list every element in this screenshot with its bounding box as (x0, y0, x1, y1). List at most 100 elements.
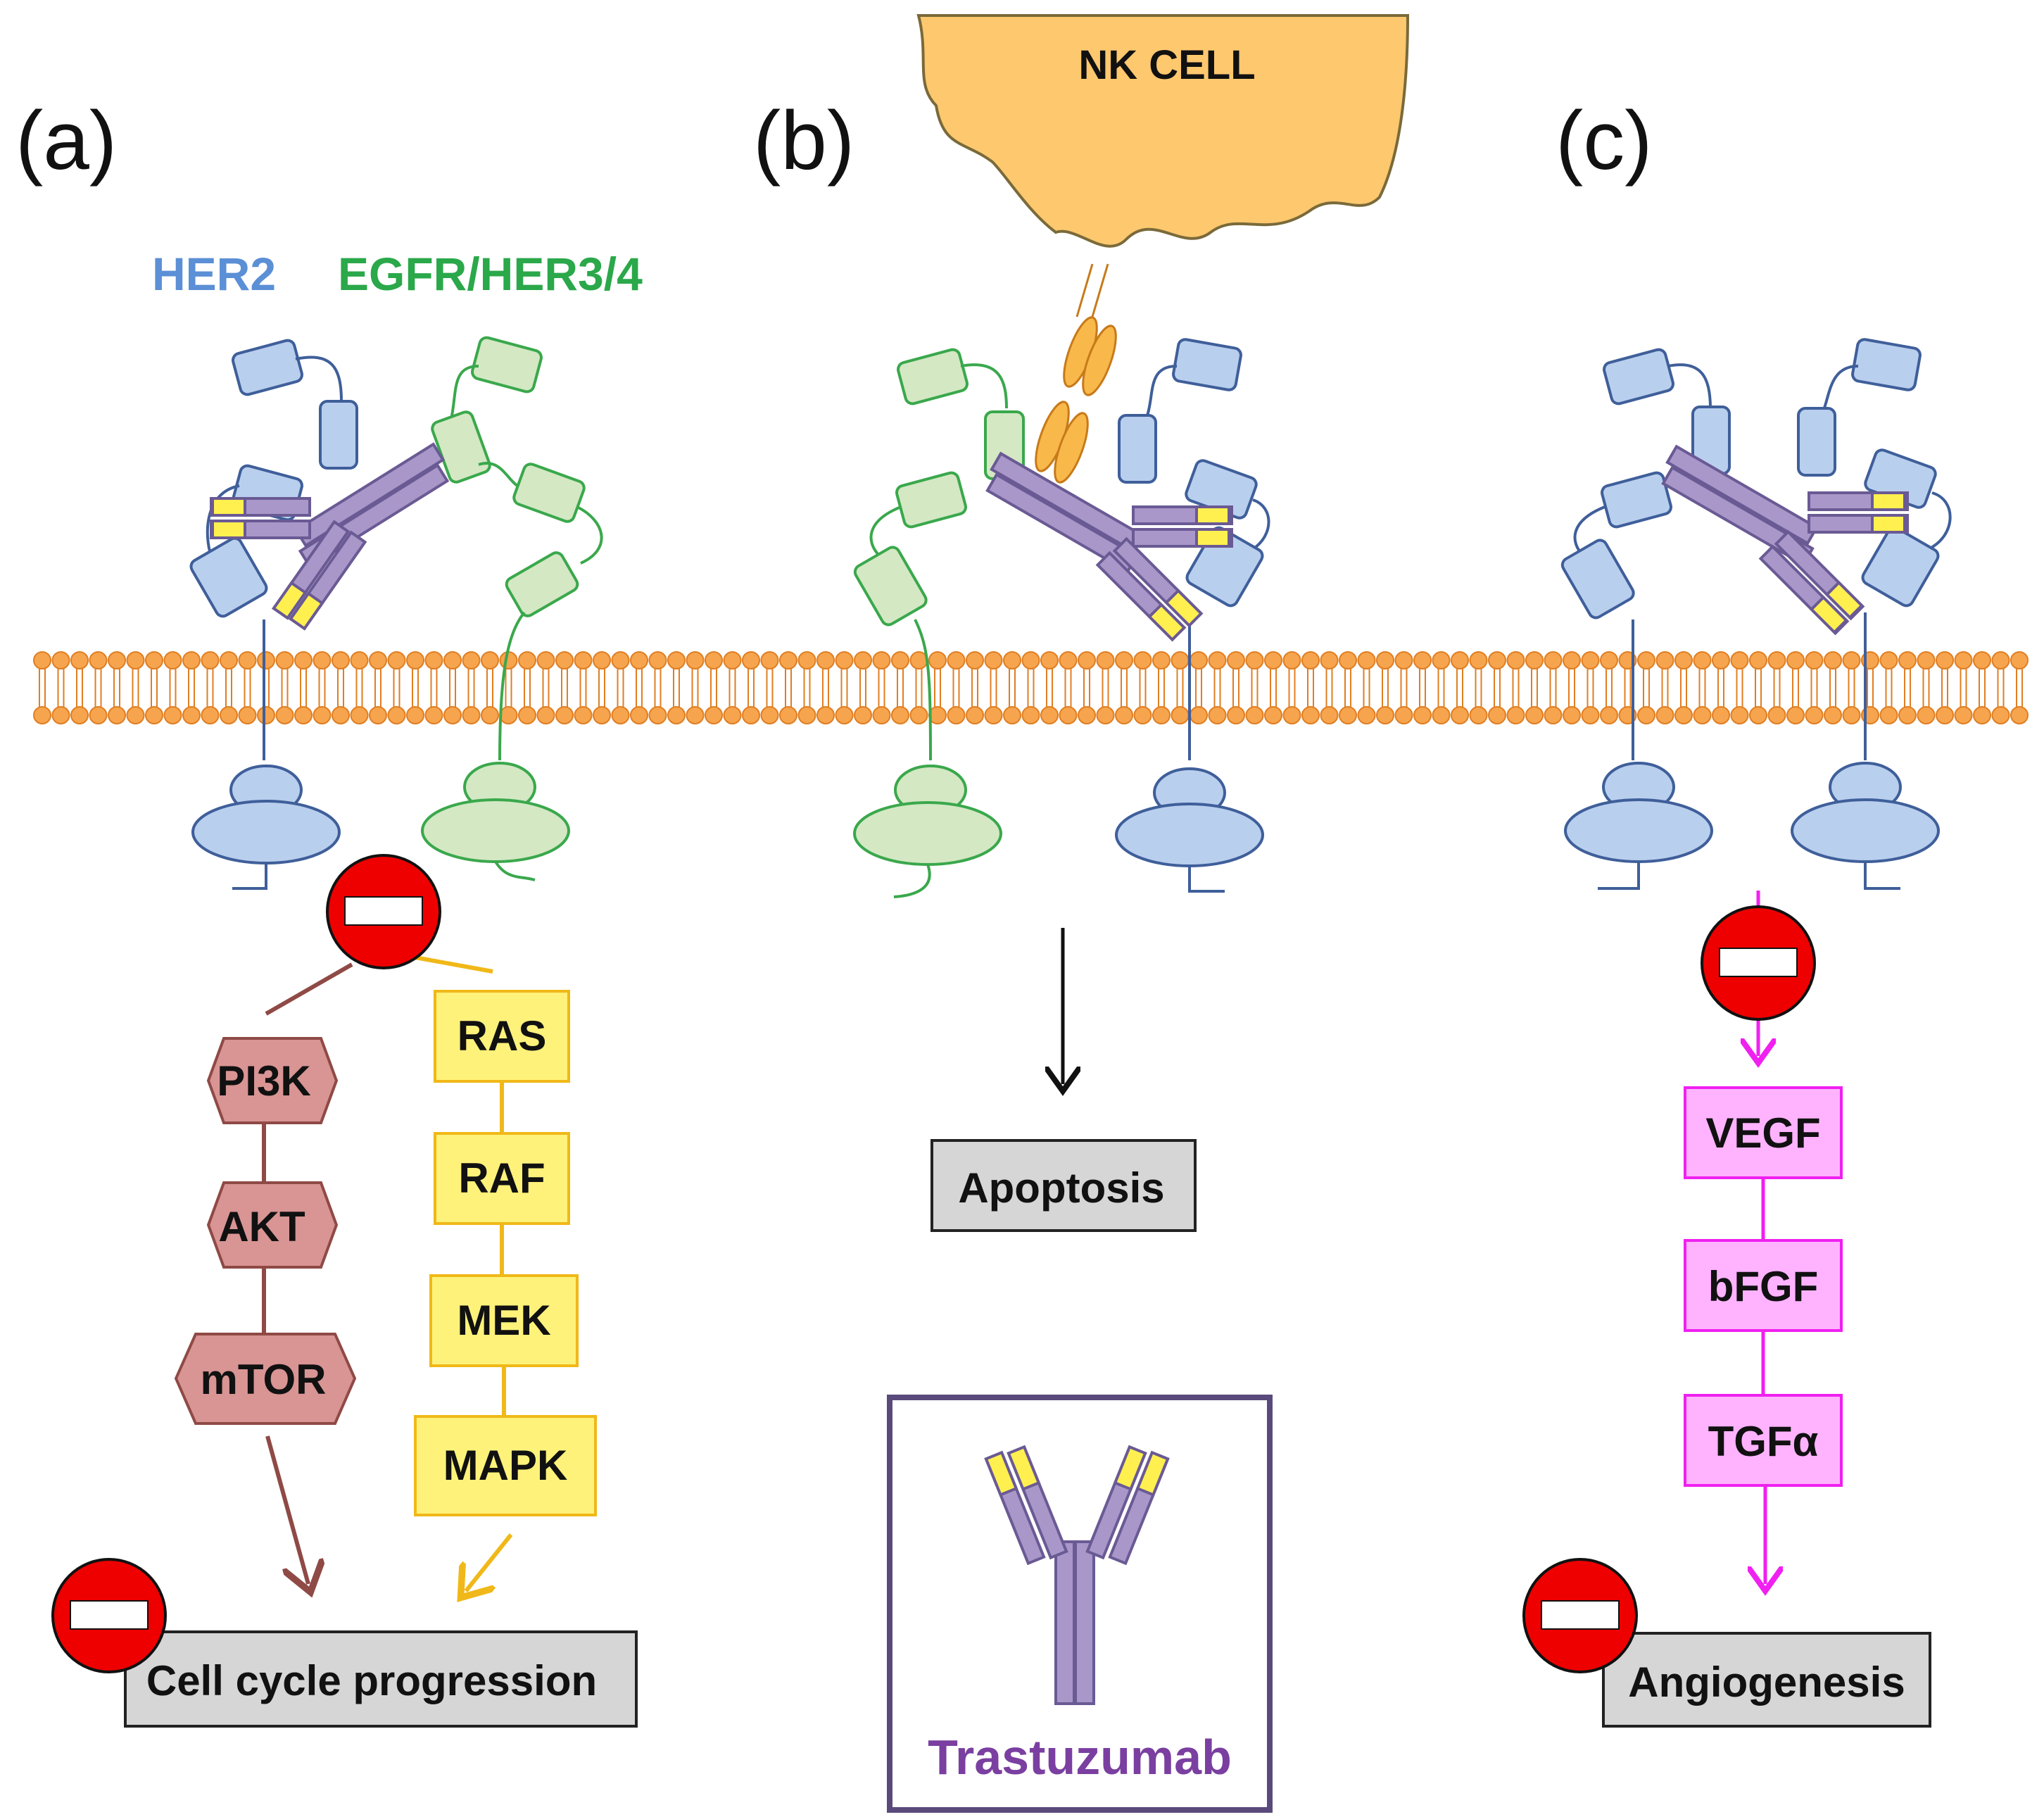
lipid-head (630, 706, 648, 724)
lipid-head (1637, 651, 1655, 669)
lipid-head (89, 651, 108, 669)
her2-linker (1822, 365, 1859, 413)
egfr-domain (471, 336, 543, 394)
lipid-head (1469, 651, 1488, 669)
lipid-head (1600, 706, 1618, 724)
lipid-head (1786, 651, 1805, 669)
lipid-head (462, 706, 481, 724)
egfr-kinase-large (421, 798, 570, 863)
lipid-head (1898, 651, 1917, 669)
lipid-head (742, 651, 760, 669)
her2-kinase-large (1791, 798, 1940, 863)
lipid-head (1040, 706, 1059, 724)
antibody-arm (1665, 444, 1819, 546)
lipid-head (705, 651, 723, 669)
lipid-head (518, 706, 536, 724)
egfr-tm-line (914, 619, 932, 761)
lipid-head (574, 651, 593, 669)
lipid-head (238, 651, 257, 669)
egfr-linker (960, 363, 1008, 409)
lipid-head (779, 651, 797, 669)
lipid-head (872, 706, 891, 724)
mapk-label: MAPK (443, 1442, 568, 1489)
lipid-head (1208, 706, 1227, 724)
lipid-head (332, 706, 350, 724)
lipid-head (909, 706, 928, 724)
lipid-head (1544, 706, 1563, 724)
stop-sign-icon (1522, 1558, 1638, 1673)
lipid-head (1600, 651, 1618, 669)
her2-domain (1797, 407, 1836, 477)
lipid-head (966, 651, 984, 669)
lipid-head (387, 651, 406, 669)
fc-receptor (1035, 263, 1117, 484)
trastuzumab-label: Trastuzumab (928, 1730, 1232, 1785)
lipid-head (536, 706, 555, 724)
lipid-head (70, 706, 89, 724)
lipid-head (406, 651, 424, 669)
lipid-head (1339, 706, 1357, 724)
lipid-head (1488, 706, 1506, 724)
her2-receptor-a (189, 339, 358, 890)
legend-egfr: EGFR/HER3/4 (338, 248, 643, 300)
trastuzumab-bound-c (1661, 444, 1909, 636)
lipid-head (1973, 651, 1991, 669)
lipid-head (1655, 651, 1674, 669)
egfr-domain (897, 348, 969, 405)
antibody-fab-tip (1824, 580, 1864, 620)
lipid-head (1078, 706, 1096, 724)
lipid-head (1991, 651, 2010, 669)
lipid-head (835, 706, 854, 724)
lipid-head (1525, 651, 1544, 669)
lipid-head (1413, 706, 1432, 724)
ras-inhibition-line (415, 955, 493, 974)
mtor-label: mTOR (201, 1356, 327, 1403)
lipid-head (1712, 651, 1730, 669)
egfr-kinase-large (853, 801, 1002, 866)
lipid-head (1730, 706, 1749, 724)
lipid-head (611, 651, 630, 669)
lipid-head (1451, 651, 1469, 669)
lipid-head (1171, 706, 1190, 724)
lipid-head (145, 706, 163, 724)
vegf-node (1684, 1086, 1843, 1179)
cell-cycle-label: Cell cycle progression (146, 1657, 597, 1704)
lipid-head (1805, 706, 1824, 724)
lipid-head (182, 651, 201, 669)
antibody-fab-tip (1147, 603, 1187, 642)
lipid-head (984, 651, 1003, 669)
lipid-head (1879, 706, 1898, 724)
antibody-tip (1135, 1450, 1170, 1497)
lipid-head (1693, 651, 1712, 669)
lipid-head (275, 651, 294, 669)
lipid-head (1432, 706, 1451, 724)
lipid-head (1115, 651, 1133, 669)
her2-domain (232, 339, 303, 396)
mtor-node (174, 1333, 357, 1425)
stop-sign-icon (326, 854, 441, 969)
lipid-head (1954, 706, 1973, 724)
akt-label: AKT (218, 1203, 305, 1250)
lipid-head (1973, 706, 1991, 724)
her2-linker (206, 484, 240, 557)
lipid-head (686, 651, 705, 669)
lipid-head (1936, 706, 1954, 724)
lipid-head (499, 706, 518, 724)
lipid-head (667, 651, 686, 669)
her2-receptor-c-right (1791, 338, 1952, 890)
lipid-head (2010, 651, 2029, 669)
lipid-head (872, 651, 891, 669)
stop-sign-icon (51, 1558, 167, 1673)
lipid-head (1339, 651, 1357, 669)
lipid-head (1003, 706, 1021, 724)
mek-label: MEK (457, 1297, 550, 1344)
lipid-head (1879, 651, 1898, 669)
egfr-receptor-a (421, 336, 603, 881)
her2-receptor-b (1115, 338, 1270, 893)
her2-domain (1172, 338, 1242, 391)
antibody-tip (1007, 1445, 1041, 1491)
lipid-head (1059, 706, 1078, 724)
lipid-head (1245, 706, 1264, 724)
lipid-head (201, 651, 220, 669)
pi3k-node (206, 1037, 339, 1124)
